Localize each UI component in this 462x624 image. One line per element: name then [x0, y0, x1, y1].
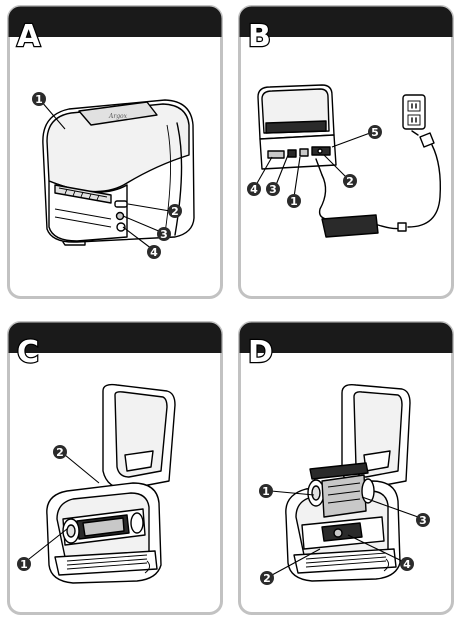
callout-3: 3 — [266, 182, 280, 196]
panel-c: C 2 1 — [7, 321, 223, 615]
svg-text:1: 1 — [290, 195, 298, 208]
printer-brand-text: Argox — [108, 113, 128, 120]
panel-d-figure: D 1 — [238, 321, 454, 615]
callout-3: 3 — [157, 227, 171, 241]
panel-c-figure: C 2 1 — [7, 321, 223, 615]
svg-text:4: 4 — [403, 558, 411, 571]
callout-2: 2 — [260, 571, 274, 585]
callout-2: 2 — [53, 445, 67, 459]
svg-text:2: 2 — [346, 175, 354, 188]
panel-b-figure: B — [238, 5, 454, 299]
svg-text:5: 5 — [371, 126, 379, 139]
svg-text:2: 2 — [171, 205, 179, 218]
callout-2: 2 — [168, 204, 182, 218]
svg-text:3: 3 — [419, 514, 427, 527]
panel-header — [239, 6, 453, 37]
printer-closed-illustration: Argox — [42, 99, 195, 246]
callout-4: 4 — [247, 182, 261, 196]
svg-text:2: 2 — [56, 446, 64, 459]
panel-header — [8, 6, 222, 37]
callout-1: 1 — [287, 194, 301, 208]
panel-d: D 1 — [238, 321, 454, 615]
callout-4: 4 — [147, 245, 161, 259]
printer-open-ribbon-illustration — [285, 383, 411, 582]
svg-text:3: 3 — [269, 183, 277, 196]
callout-1: 1 — [32, 92, 46, 106]
panel-b: B — [238, 5, 454, 299]
panel-header — [239, 322, 453, 353]
callout-3: 3 — [416, 513, 430, 527]
callout-2: 2 — [343, 174, 357, 188]
panel-letter: D — [248, 335, 273, 370]
panel-a-figure: A Argox — [7, 5, 223, 299]
svg-text:4: 4 — [150, 246, 158, 259]
panel-letter: C — [17, 335, 39, 370]
callout-4: 4 — [400, 557, 414, 571]
panel-header — [8, 322, 222, 353]
svg-text:1: 1 — [20, 558, 28, 571]
callout-1: 1 — [17, 557, 31, 571]
panel-letter: A — [17, 19, 41, 54]
panel-a: A Argox — [7, 5, 223, 299]
panel-letter: B — [248, 19, 271, 54]
svg-text:3: 3 — [160, 228, 168, 241]
callout-5: 5 — [368, 125, 382, 139]
printer-open-illustration — [46, 383, 176, 584]
svg-text:1: 1 — [262, 485, 270, 498]
svg-text:4: 4 — [250, 183, 258, 196]
printer-rear-illustration — [257, 84, 442, 238]
svg-text:2: 2 — [263, 572, 271, 585]
svg-text:1: 1 — [35, 93, 43, 106]
callout-1: 1 — [259, 484, 273, 498]
